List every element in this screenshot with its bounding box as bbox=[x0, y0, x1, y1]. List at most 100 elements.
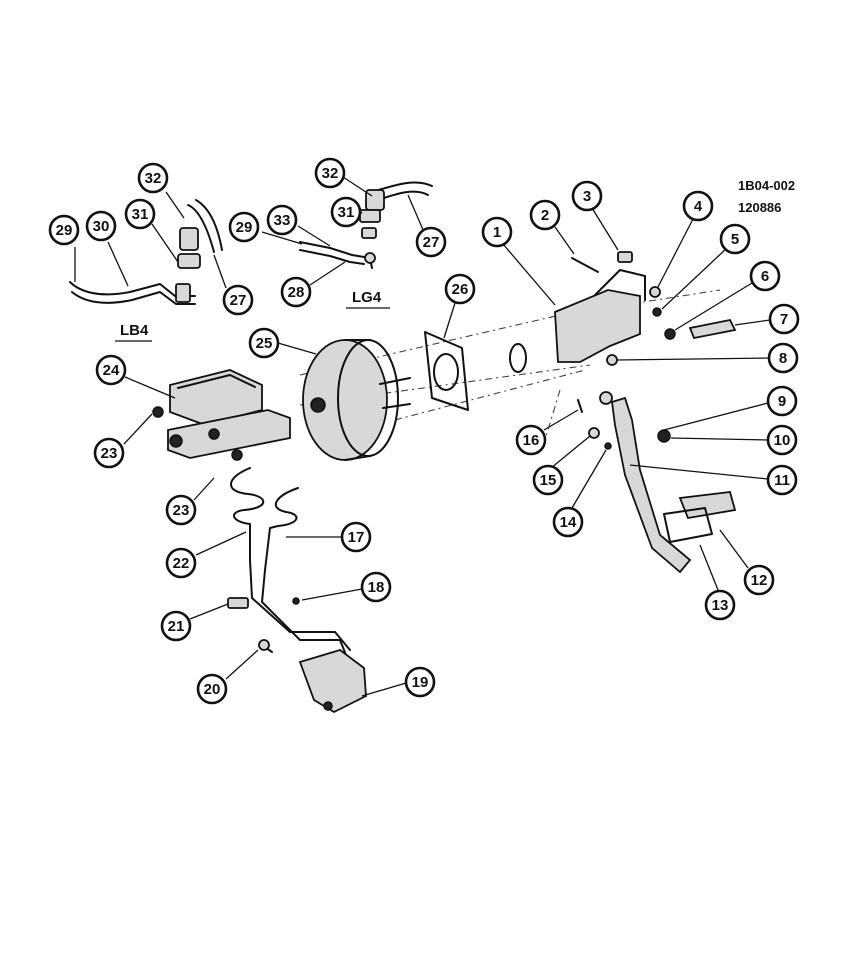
brake-line bbox=[261, 487, 349, 661]
callout-10: 10 bbox=[766, 424, 798, 456]
pin bbox=[604, 442, 612, 450]
power-brake-booster bbox=[302, 339, 411, 461]
pedal-pad-cover bbox=[663, 507, 713, 543]
callout-number: 21 bbox=[168, 618, 185, 635]
brake-line bbox=[230, 467, 351, 651]
axis-line bbox=[544, 389, 561, 441]
valve-bolt-head bbox=[258, 639, 270, 651]
callout-layer: 1 2 3 4 5 6 7 8 9 10 11 12 13 14 15 16 1… bbox=[48, 157, 800, 705]
bracket-flange bbox=[594, 269, 646, 301]
callout-18: 18 bbox=[360, 571, 392, 603]
master-cylinder bbox=[152, 369, 291, 461]
axis-line bbox=[299, 364, 591, 406]
callout-26: 26 bbox=[444, 273, 476, 305]
callout-number: 26 bbox=[452, 281, 469, 298]
callout-number: 29 bbox=[236, 219, 253, 236]
brake-lines bbox=[227, 467, 351, 661]
leader-lines bbox=[74, 176, 771, 697]
callout-number: 11 bbox=[774, 472, 790, 489]
callout-number: 32 bbox=[145, 170, 162, 187]
callout-number: 7 bbox=[780, 311, 788, 328]
callout-31-lg4: 31 bbox=[330, 196, 362, 228]
callout-32-lb4: 32 bbox=[137, 162, 169, 194]
callout-number: 31 bbox=[132, 206, 149, 223]
pivot-bolt bbox=[657, 429, 671, 443]
callout-number: 3 bbox=[583, 188, 591, 205]
callout-number: 15 bbox=[540, 472, 557, 489]
callout-31-lb4: 31 bbox=[124, 198, 156, 230]
callout-number: 24 bbox=[103, 362, 120, 379]
vacuum-line bbox=[69, 281, 196, 297]
nut bbox=[152, 406, 164, 418]
variant-label-lb4: LB4 bbox=[115, 322, 152, 342]
vacuum-hose bbox=[377, 190, 429, 201]
booster-stud bbox=[382, 403, 411, 409]
callout-number: 32 bbox=[322, 165, 339, 182]
callout-number: 33 bbox=[274, 212, 291, 229]
valve-body bbox=[298, 649, 367, 714]
check-valve bbox=[365, 189, 385, 211]
callout-28: 28 bbox=[280, 276, 312, 308]
callout-22: 22 bbox=[165, 547, 197, 579]
callout-12: 12 bbox=[743, 564, 775, 596]
cylinder-body bbox=[167, 409, 291, 459]
pedal-pivot bbox=[599, 391, 613, 405]
stud bbox=[649, 286, 661, 298]
callout-number: 12 bbox=[751, 572, 768, 589]
cylinder-port bbox=[169, 434, 183, 448]
callout-3: 3 bbox=[571, 180, 603, 212]
grommet bbox=[177, 253, 201, 269]
callout-number: 16 bbox=[523, 432, 540, 449]
reservoir-cap bbox=[177, 374, 256, 389]
callout-32-lg4: 32 bbox=[314, 157, 346, 189]
callout-14: 14 bbox=[552, 506, 584, 538]
booster-stud bbox=[379, 377, 411, 385]
callout-21: 21 bbox=[160, 610, 192, 642]
callout-number: 2 bbox=[541, 207, 549, 224]
vacuum-hose bbox=[187, 204, 215, 253]
callout-23: 23 bbox=[93, 437, 125, 469]
variant-label-lg4: LG4 bbox=[346, 289, 390, 309]
callout-20: 20 bbox=[196, 673, 228, 705]
callout-15: 15 bbox=[532, 464, 564, 496]
callout-16: 16 bbox=[515, 424, 547, 456]
figure-date-code: 120886 bbox=[738, 200, 781, 215]
variant-label-text: LB4 bbox=[120, 322, 149, 339]
callout-number: 5 bbox=[731, 231, 739, 248]
gasket-outline bbox=[424, 331, 469, 411]
line-fitting bbox=[175, 283, 191, 303]
callout-number: 23 bbox=[173, 502, 190, 519]
callout-number: 18 bbox=[368, 579, 385, 596]
valve-port bbox=[323, 701, 333, 711]
callout-number: 8 bbox=[779, 350, 787, 367]
callout-17: 17 bbox=[340, 521, 372, 553]
callout-number: 27 bbox=[230, 292, 247, 309]
callout-number: 25 bbox=[256, 335, 273, 352]
vacuum-line bbox=[71, 291, 196, 305]
grommet bbox=[359, 209, 381, 223]
booster-pushrod-hole bbox=[310, 397, 326, 413]
callout-7: 7 bbox=[768, 303, 800, 335]
brake-pedal bbox=[577, 391, 737, 574]
callout-33: 33 bbox=[266, 204, 298, 236]
callout-number: 13 bbox=[712, 597, 729, 614]
callout-number: 10 bbox=[774, 432, 791, 449]
nut bbox=[652, 307, 662, 317]
callout-27-lg4: 27 bbox=[415, 226, 447, 258]
callout-number: 23 bbox=[101, 445, 118, 462]
bracket-bolt bbox=[571, 257, 599, 273]
callout-11: 11 bbox=[766, 464, 798, 496]
gasket-hole bbox=[433, 353, 459, 391]
callout-23b: 23 bbox=[165, 494, 197, 526]
firewall-hole bbox=[509, 343, 527, 373]
stop-lamp-switch bbox=[688, 318, 737, 340]
stop-lamp-switch-clip bbox=[617, 251, 633, 263]
callout-25: 25 bbox=[248, 327, 280, 359]
booster-seam bbox=[344, 455, 371, 461]
washer bbox=[588, 427, 600, 439]
nut bbox=[231, 449, 243, 461]
callout-number: 31 bbox=[338, 204, 355, 221]
callout-1: 1 bbox=[481, 216, 513, 248]
